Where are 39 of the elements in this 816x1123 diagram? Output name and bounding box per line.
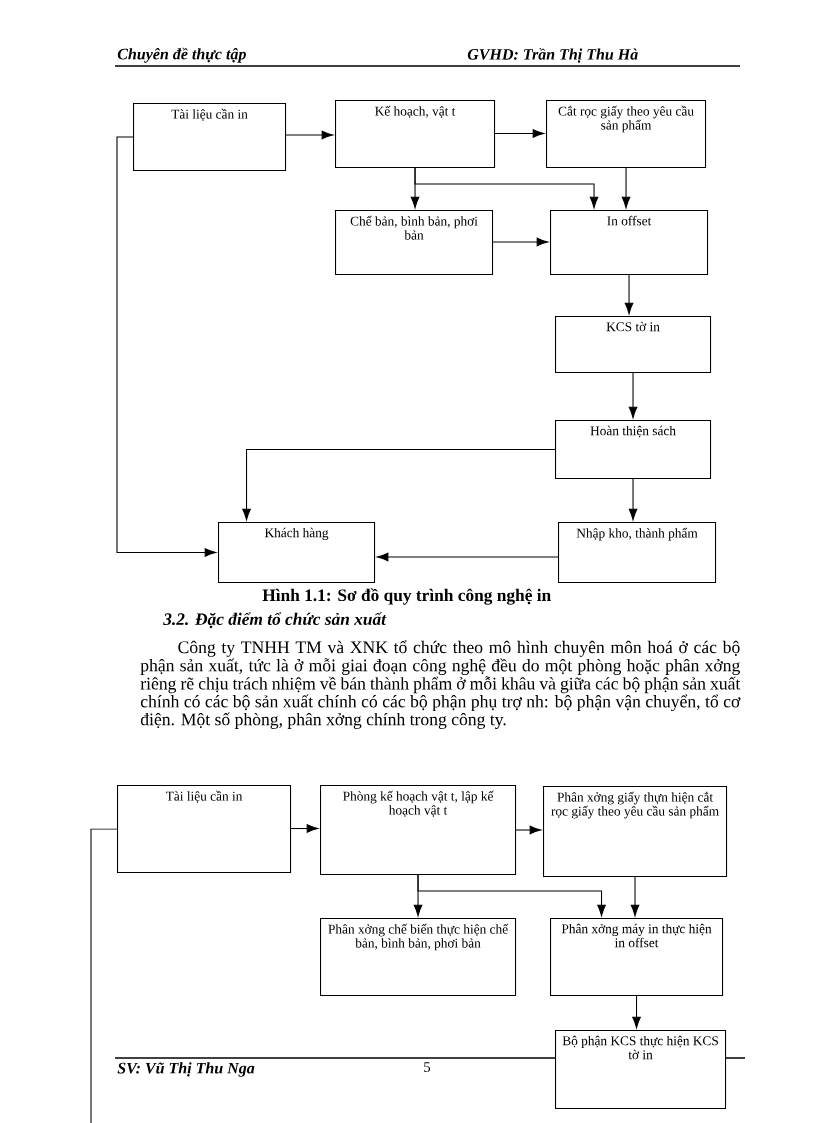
process-box: Tài liệu cần in <box>117 785 292 874</box>
process-box: Phân xởng chế biến thực hiện chế bản, bình bản, phơi bản <box>320 918 517 997</box>
process-box: Bộ phận KCS thực hiện KCS tờ in <box>555 1030 727 1110</box>
arrow <box>494 129 545 138</box>
figure-caption: Hình 1.1: Sơ đồ quy trình công nghệ in <box>262 588 551 605</box>
arrow <box>414 167 599 209</box>
page-number: 5 <box>424 1062 431 1072</box>
header-text: Chuyên đề thực tập <box>117 47 246 63</box>
process-box: Kế hoạch, vật t <box>335 100 496 169</box>
process-box: Tài liệu cần in <box>133 103 287 172</box>
arrow <box>628 372 638 419</box>
body-paragraph: Công ty TNHH TM và XNK tổ chức theo mô hình chuyên môn hoá ở các bộ phận sản xuất, tức là ở mỗi giai đoạn công nghệ đều do một phòng hoặc phân xởng riêng rẽ chịu trách nhiệm về bán thành phẩm ở mỗi khâu và giữa các bộ phận sản xuất chính có các bộ sản xuất chính có các bộ phận phụ trợ nh: bộ phận vận chuyển, tổ cơ điện. Một số phòng, phân xởng chính trong công ty. <box>140 640 741 729</box>
process-box: In offset <box>550 210 709 276</box>
process-box: Nhập kho, thành phẩm <box>558 522 717 584</box>
arrow <box>624 274 634 315</box>
process-box: Cắt rọc giấy theo yêu cầu sản phẩm <box>546 100 707 169</box>
arrow <box>242 449 556 521</box>
process-box: Phân xởng giấy thựn hiện cắt rọc giấy theo yêu cầu sản phẩm <box>543 786 728 878</box>
header-text: GVHD: Trần Thị Thu Hà <box>467 48 638 63</box>
arrow <box>628 478 638 521</box>
process-box: Khách hàng <box>218 522 376 584</box>
arrow <box>417 874 606 917</box>
process-box: Phân xởng máy in thực hiện in offset <box>550 918 724 997</box>
arrow <box>621 167 631 209</box>
process-box: Phòng kế hoạch vật t, lập kế hoạch vật t <box>320 785 517 876</box>
arrow <box>632 995 641 1029</box>
arrow <box>630 876 640 917</box>
section-heading: 3.2. Đặc điểm tổ chức sản xuất <box>163 612 387 629</box>
arrow <box>116 136 217 557</box>
arrow <box>515 825 542 835</box>
arrow <box>376 552 559 562</box>
arrow <box>285 130 334 140</box>
process-box: Chế bản, bình bản, phơi bản <box>335 210 494 276</box>
process-box: Hoàn thiện sách <box>555 420 712 480</box>
arrow <box>492 237 549 247</box>
process-box: KCS tờ in <box>555 316 712 374</box>
arrow <box>290 824 319 833</box>
connector-line <box>90 828 118 1123</box>
footer-text: SV: Vũ Thị Thu Nga <box>117 1062 255 1077</box>
